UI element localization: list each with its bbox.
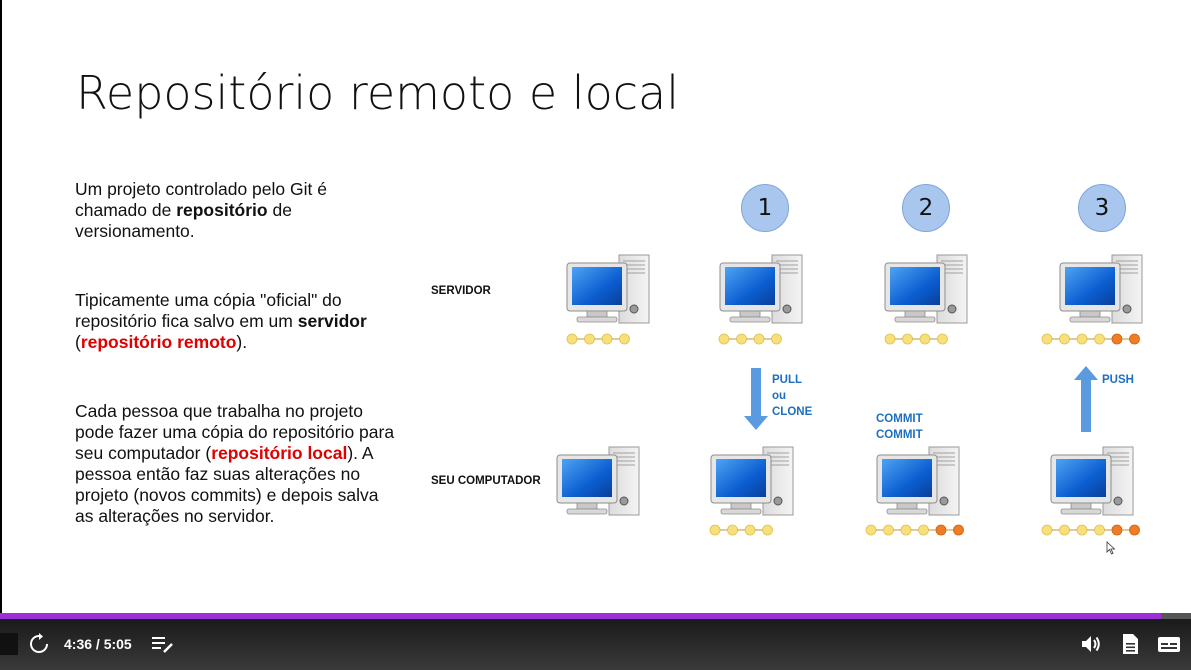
captions-icon[interactable] xyxy=(1157,633,1181,655)
p2-bold: servidor xyxy=(297,311,367,331)
commit-dot xyxy=(900,524,912,536)
commit-dot xyxy=(1094,333,1105,345)
commit-dot xyxy=(937,333,948,345)
pull-text: PULL xyxy=(772,374,803,386)
p2-red: repositório remoto xyxy=(80,332,237,352)
slide-title: Repositório remoto e local xyxy=(76,66,679,120)
local-computer-icon xyxy=(556,446,640,516)
commit-dot xyxy=(919,333,931,345)
local-computer-icon xyxy=(710,446,794,516)
p3-red: repositório local xyxy=(211,443,348,463)
commit-dot xyxy=(1094,524,1105,536)
push-text: PUSH xyxy=(1102,374,1134,386)
computer-row-label: SEU COMPUTADOR xyxy=(431,475,541,487)
p1-text-c: de versionamento. xyxy=(75,200,292,241)
commit-dot xyxy=(718,333,730,345)
commit-dot xyxy=(1041,333,1053,345)
commit-dot xyxy=(736,333,747,345)
p2-text-a: Tipicamente uma cópia "oficial" do repos… xyxy=(75,290,342,331)
commit-dot xyxy=(953,524,964,536)
progress-bar[interactable] xyxy=(0,613,1191,619)
volume-icon[interactable] xyxy=(1080,633,1102,655)
server-commit-chain xyxy=(1041,333,1140,345)
commit-dot xyxy=(619,333,630,345)
player-controls: 4:36 / 5:05 xyxy=(0,619,1191,670)
commit-dot xyxy=(566,333,578,345)
commit-dot xyxy=(884,333,896,345)
commit-label: COMMIT COMMIT xyxy=(876,411,923,443)
server-computer-icon xyxy=(566,254,650,324)
commit-dot xyxy=(1059,524,1070,536)
step-2-circle: 2 xyxy=(902,184,950,232)
commit-dot xyxy=(902,333,913,345)
mouse-cursor-icon xyxy=(1106,541,1116,555)
commit-dot xyxy=(1129,524,1140,536)
paragraph-2: Tipicamente uma cópia "oficial" do repos… xyxy=(75,290,395,353)
commit-dot xyxy=(744,524,756,536)
local-computer-icon xyxy=(1050,446,1134,516)
server-commit-chain xyxy=(566,333,630,345)
commit-dot xyxy=(1111,524,1123,536)
left-edge xyxy=(0,633,18,655)
p2-text-c: ( xyxy=(75,332,81,352)
time-display: 4:36 / 5:05 xyxy=(64,636,132,652)
commit-text: COMMIT xyxy=(876,429,923,441)
local-commit-chain xyxy=(709,524,773,536)
commit-dot xyxy=(753,333,765,345)
p2-text-e: ). xyxy=(236,332,248,352)
local-commit-chain xyxy=(865,524,964,536)
step-3-circle: 3 xyxy=(1078,184,1126,232)
local-computer-icon xyxy=(876,446,960,516)
commit-dot xyxy=(709,524,721,536)
server-commit-chain xyxy=(884,333,948,345)
push-label: PUSH xyxy=(1102,372,1134,388)
commit-dot xyxy=(865,524,877,536)
server-computer-icon xyxy=(884,254,968,324)
commit-dot xyxy=(1076,333,1088,345)
commit-dot xyxy=(1129,333,1140,345)
arrow-up-icon xyxy=(1074,366,1098,432)
local-commit-chain xyxy=(1041,524,1140,536)
commit-dot xyxy=(771,333,782,345)
commit-dot xyxy=(1111,333,1123,345)
server-computer-icon xyxy=(719,254,803,324)
slide: Repositório remoto e local Um projeto co… xyxy=(2,0,1191,613)
server-computer-icon xyxy=(1059,254,1143,324)
commit-dot xyxy=(727,524,738,536)
commit-dot xyxy=(762,524,773,536)
commit-text: COMMIT xyxy=(876,413,923,425)
commit-dot xyxy=(601,333,613,345)
transcript-icon[interactable] xyxy=(1119,633,1141,655)
clone-text: CLONE xyxy=(772,406,813,418)
ou-text: ou xyxy=(772,390,787,402)
commit-dot xyxy=(918,524,929,536)
replay-icon[interactable] xyxy=(28,633,50,655)
commit-dot xyxy=(883,524,894,536)
commit-dot xyxy=(935,524,947,536)
p3-text-c: ). A pessoa então faz suas alterações no… xyxy=(75,443,379,526)
p3-text-a: Cada pessoa que trabalha no projeto pode… xyxy=(75,401,395,463)
commit-dot xyxy=(1059,333,1070,345)
step-1-circle: 1 xyxy=(741,184,789,232)
paragraph-3: Cada pessoa que trabalha no projeto pode… xyxy=(75,401,395,527)
pull-clone-label: PULL ou CLONE xyxy=(772,372,812,420)
progress-bar-fill xyxy=(0,613,1162,619)
server-row-label: SERVIDOR xyxy=(431,285,491,297)
arrow-down-icon xyxy=(744,368,768,430)
p1-text-a: Um projeto controlado pelo Git é chamado… xyxy=(75,179,327,220)
server-commit-chain xyxy=(718,333,782,345)
playlist-icon[interactable] xyxy=(151,633,173,655)
commit-dot xyxy=(1041,524,1053,536)
commit-dot xyxy=(584,333,595,345)
p1-bold: repositório xyxy=(176,200,268,220)
commit-dot xyxy=(1076,524,1088,536)
paragraph-1: Um projeto controlado pelo Git é chamado… xyxy=(75,179,395,242)
